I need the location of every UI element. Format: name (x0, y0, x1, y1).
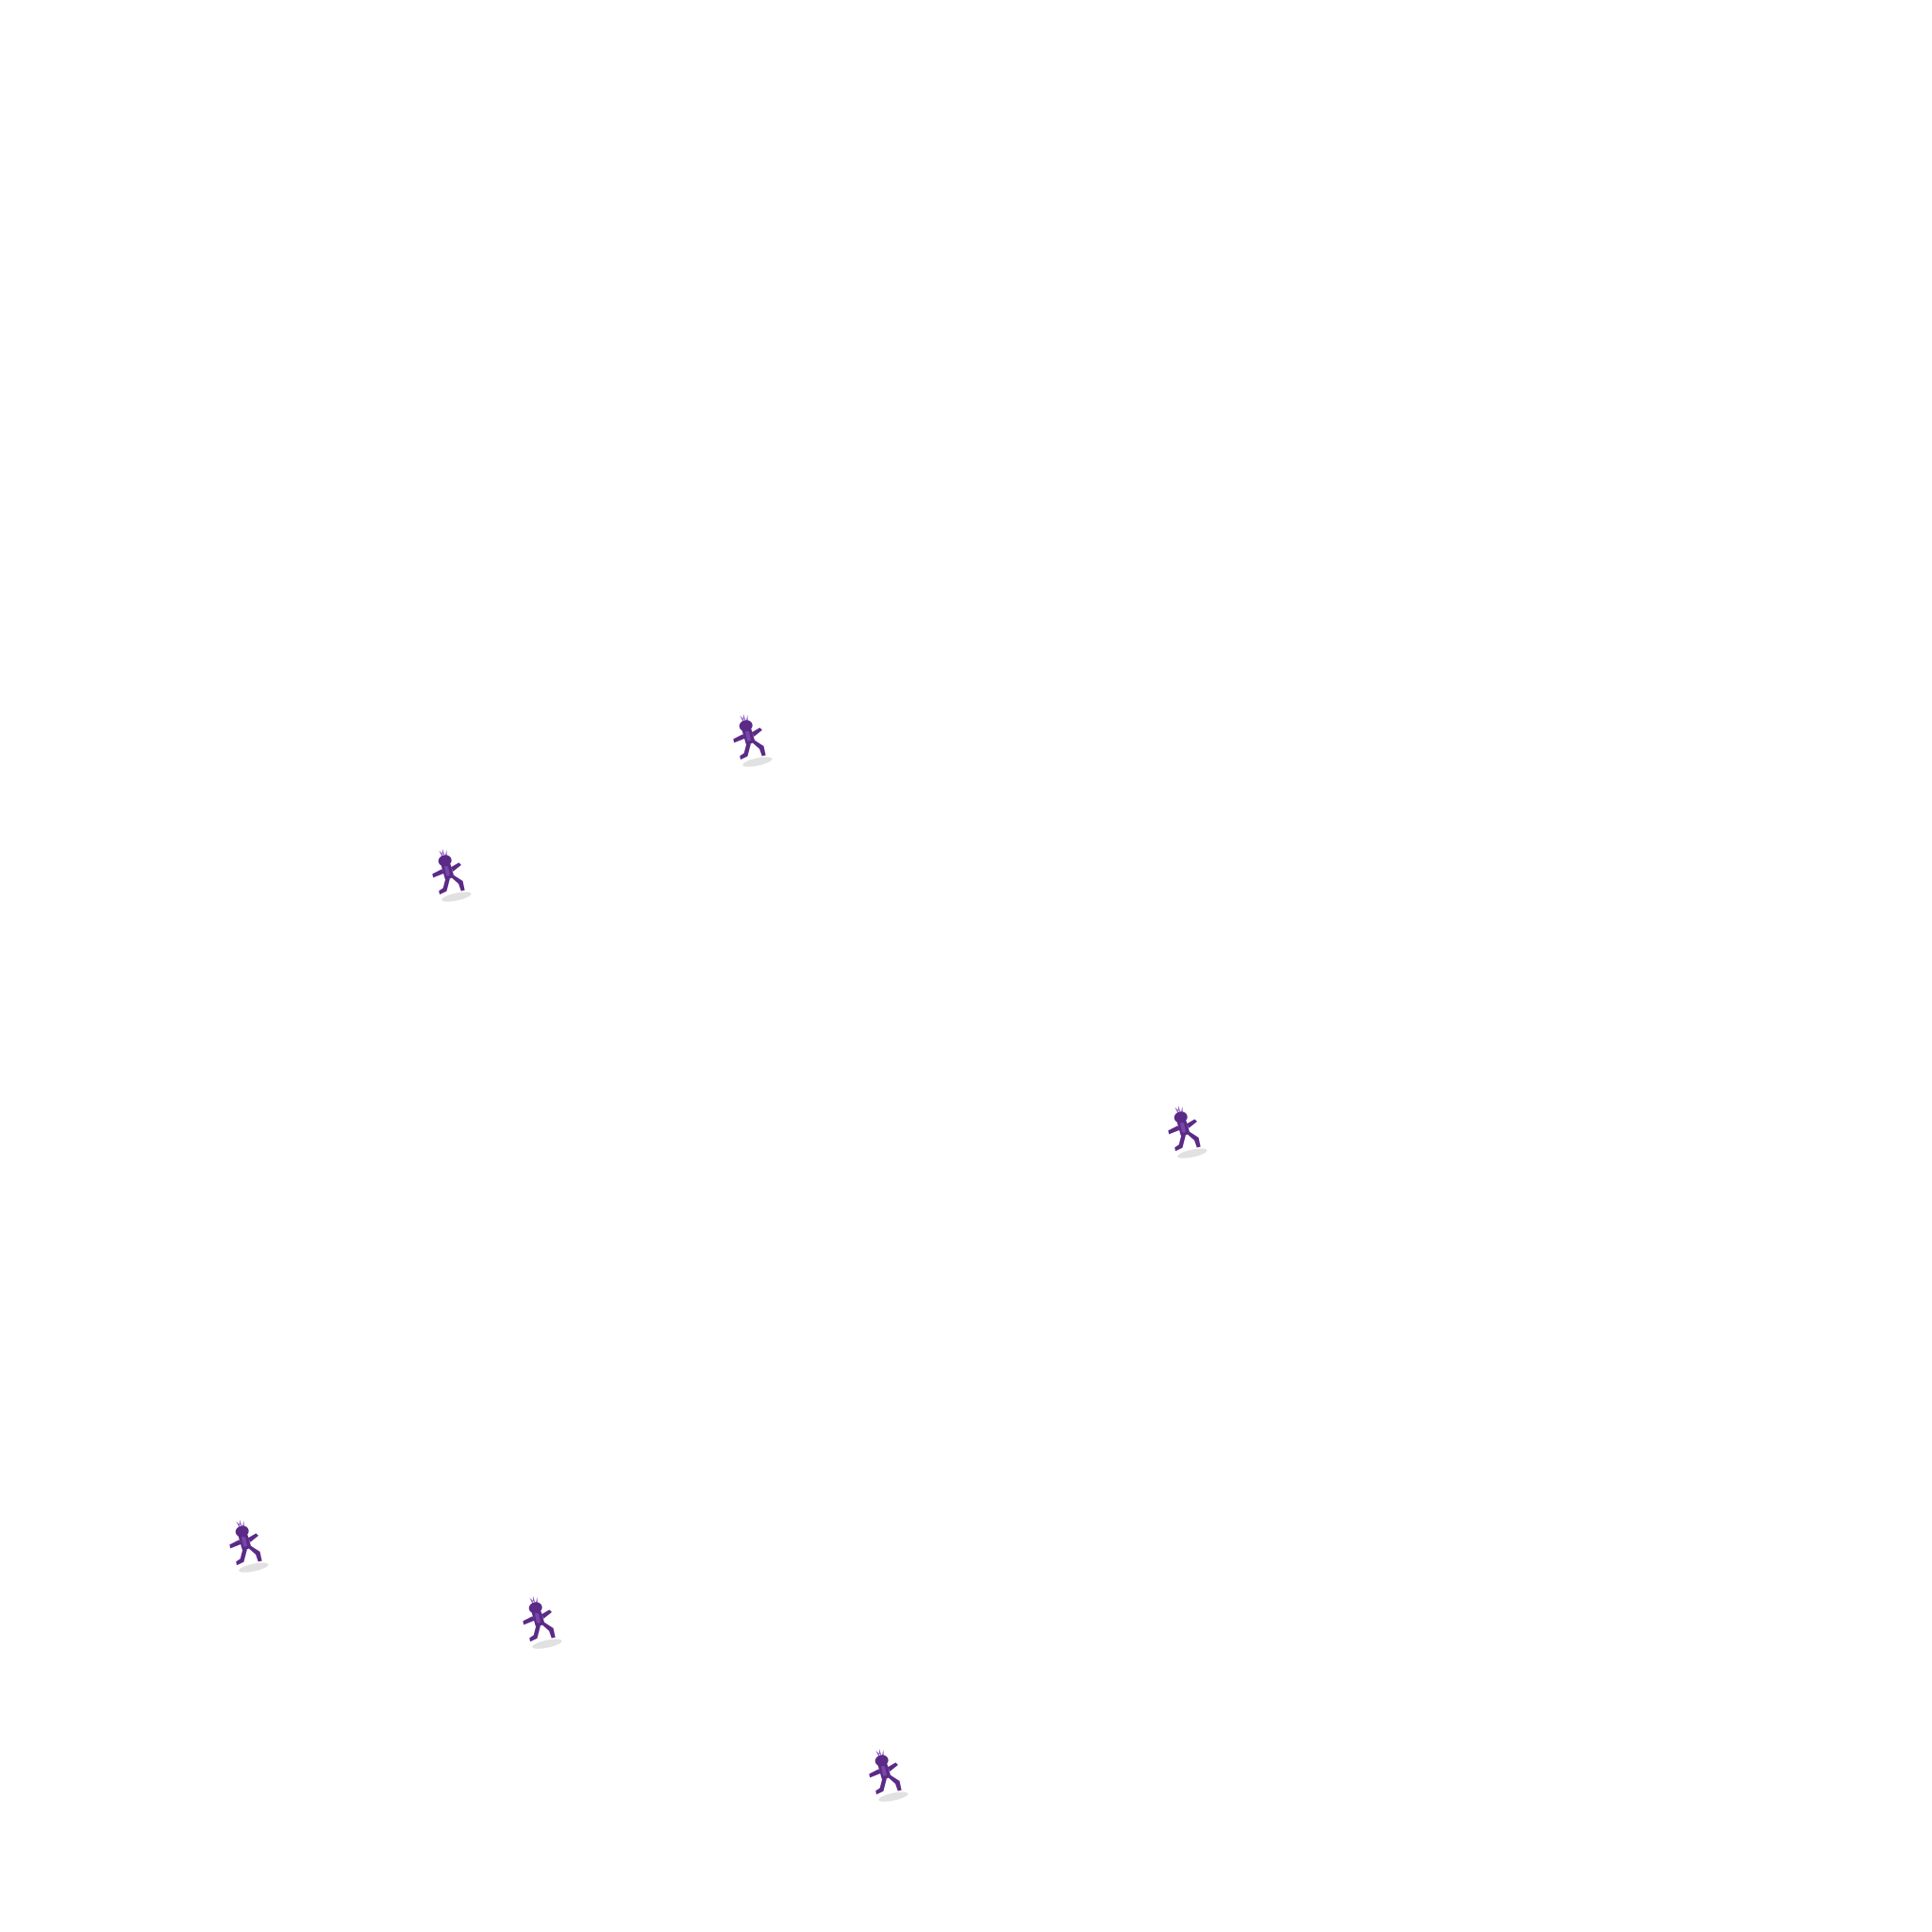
purple-running-creature-icon (728, 709, 774, 770)
purple-running-creature-icon (1163, 1101, 1208, 1161)
purple-creature-sprite-5[interactable] (514, 1591, 563, 1652)
purple-creature-sprite-1[interactable] (724, 709, 774, 770)
purple-creature-sprite-6[interactable] (860, 1744, 909, 1805)
purple-running-creature-icon (518, 1591, 563, 1652)
purple-running-creature-icon (864, 1744, 909, 1805)
purple-running-creature-icon (225, 1515, 270, 1575)
purple-creature-sprite-3[interactable] (1159, 1101, 1208, 1161)
purple-running-creature-icon (427, 844, 473, 905)
purple-creature-sprite-4[interactable] (221, 1515, 270, 1575)
purple-creature-sprite-2[interactable] (424, 844, 473, 905)
